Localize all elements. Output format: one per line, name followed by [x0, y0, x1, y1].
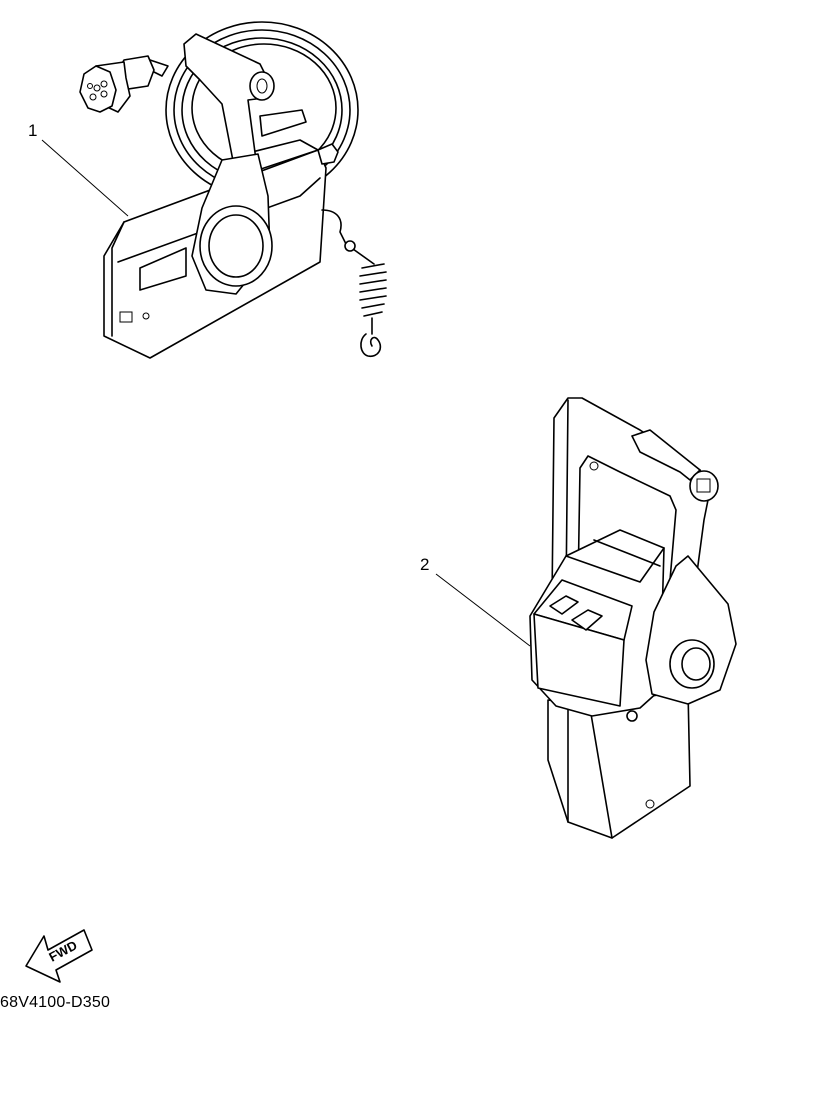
- binnacle-remote-control: [529, 397, 737, 839]
- callout-number-2: 2: [420, 555, 430, 574]
- side-mount-remote-control-box: [79, 21, 387, 359]
- diagram-id-label: 68V4100-D350: [0, 994, 111, 1011]
- callout-leader-1: [41, 139, 129, 217]
- callout-leader-2: [435, 573, 531, 647]
- fwd-arrow-icon: FWD: [25, 929, 93, 983]
- trim-switch-panel: [533, 579, 633, 707]
- control-lever: [183, 33, 275, 295]
- lever-pivot-knob: [645, 555, 737, 705]
- harness-connector-plug: [79, 55, 169, 113]
- emergency-stop-lanyard: [321, 209, 387, 358]
- callout-number-1: 1: [28, 121, 38, 140]
